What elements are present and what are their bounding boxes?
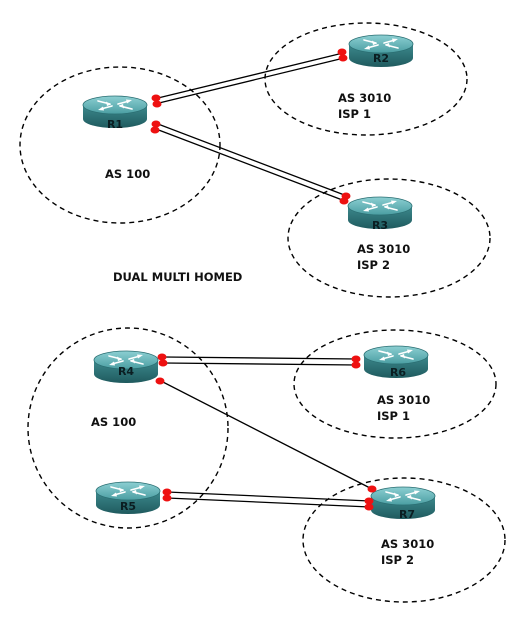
link-r5-r7[interactable] — [166, 491, 371, 508]
as100-label-top: AS 100 — [105, 167, 150, 181]
router-label: R3 — [372, 219, 388, 232]
router-label: R5 — [120, 500, 136, 513]
router-label: R6 — [390, 366, 406, 379]
isp1-name-label-top: ISP 1 — [338, 107, 371, 121]
as100-boundary-bottom — [27, 327, 229, 529]
isp2-boundary-bottom — [302, 477, 506, 603]
router-label: R7 — [399, 508, 415, 521]
isp2-as-label-top: AS 3010 — [357, 242, 410, 256]
router-label: R1 — [107, 118, 123, 131]
router-label: R2 — [373, 52, 389, 65]
isp1-name-label-bottom: ISP 1 — [377, 409, 410, 423]
isp1-as-label-bottom: AS 3010 — [377, 393, 430, 407]
isp1-as-label-top: AS 3010 — [338, 91, 391, 105]
isp1-boundary-top — [264, 22, 468, 136]
as100-label-bottom: AS 100 — [91, 415, 136, 429]
link-r1-r3[interactable] — [155, 123, 348, 202]
router-r3[interactable]: R3 — [347, 196, 413, 232]
interface-ports-top — [150, 48, 351, 205]
link-r4-r7[interactable] — [160, 380, 373, 490]
router-r6[interactable]: R6 — [363, 345, 429, 379]
router-r7[interactable]: R7 — [370, 486, 436, 521]
isp2-as-label-bottom: AS 3010 — [381, 537, 434, 551]
link-r1-r2[interactable] — [157, 52, 345, 104]
router-r2[interactable]: R2 — [348, 34, 414, 68]
diagram-caption: DUAL MULTI HOMED — [113, 270, 242, 284]
isp2-boundary-top — [287, 178, 491, 298]
as100-boundary-top — [19, 66, 221, 224]
router-r5[interactable]: R5 — [95, 481, 161, 515]
isp2-name-label-bottom: ISP 2 — [381, 553, 414, 567]
router-r4[interactable]: R4 — [93, 350, 159, 384]
isp1-boundary-bottom — [293, 329, 497, 439]
router-label: R4 — [118, 365, 134, 378]
isp2-name-label-top: ISP 2 — [357, 258, 390, 272]
router-r1[interactable]: R1 — [82, 95, 148, 131]
interface-ports-bottom — [155, 353, 377, 511]
link-r4-r6[interactable] — [163, 356, 358, 366]
